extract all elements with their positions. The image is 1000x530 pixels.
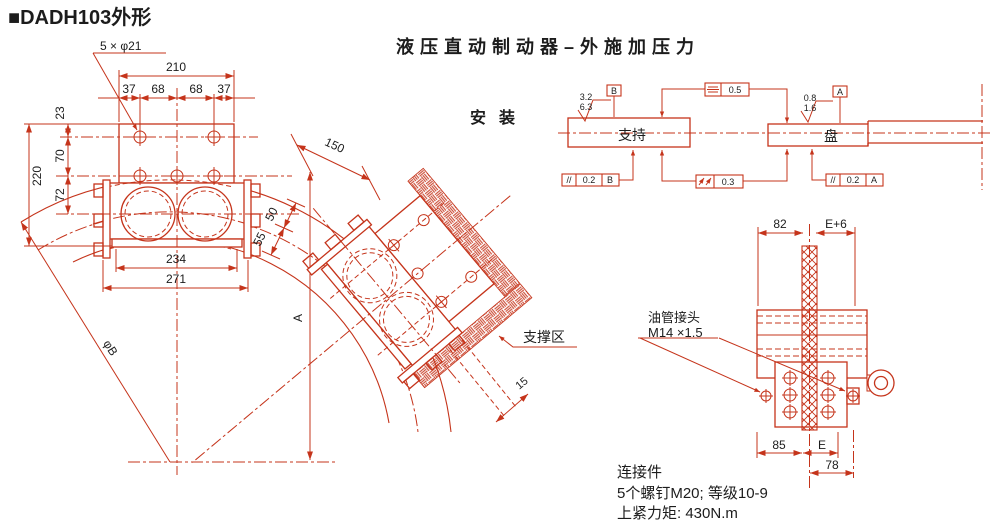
parallel-b-datum: B [607,175,613,185]
parallel-b-symbol: // [566,175,572,185]
dim-68b: 68 [189,82,203,96]
dim-210: 210 [166,60,186,74]
dimensions [20,52,381,463]
roughness-mark-support [577,99,611,123]
runout-value: 0.3 [722,177,735,187]
dim-70: 70 [53,149,67,163]
hidden-arc-top [106,179,234,188]
note-line-1: 连接件 [617,464,662,481]
dim-72: 72 [53,188,67,202]
dim-23: 23 [53,106,67,120]
fitting-label-1: 油管接头 [648,310,700,325]
side-view-labels: 82 E+6 85 E 78 油管接头 M14 ×1.5 [648,217,847,472]
installation-diagram [558,82,990,190]
disc-shaft [767,123,869,147]
dim-37b: 37 [217,82,231,96]
main-header: 液压直动制动器–外施加压力 [396,36,700,57]
parallel-b-value: 0.2 [583,175,596,185]
centerlines [56,88,338,475]
dim-220: 220 [30,166,44,186]
side-dimensions [638,227,856,476]
fcf-symmetry [659,82,790,124]
roughness-disc-2: 1.6 [804,103,817,113]
support-zone-label: 支撑区 [523,329,565,345]
fcf-parallel-a [809,148,884,187]
dim-55: 55 [250,230,269,249]
dim-E: E [818,438,826,452]
rotated-view-labels: 15 支撑区 [514,329,565,392]
support-zone-leader [498,335,577,348]
dim-82: 82 [773,217,787,231]
front-view [20,52,452,475]
fcf-parallel-b [561,149,636,187]
dim-271: 271 [166,272,186,286]
roughness-mark-disc [800,100,833,124]
installation-labels: 支持 盘 3.2 6.3 0.8 1.6 B A 0.5 0.3 // 0.2 … [566,85,877,187]
drawing-title: ■DADH103外形 [8,5,151,29]
dim-50: 50 [262,205,281,224]
roughness-disc-1: 0.8 [804,93,817,103]
dim-78: 78 [825,458,839,472]
roughness-support-2: 6.3 [580,102,593,112]
parallel-a-value: 0.2 [847,175,860,185]
dim-37a: 37 [122,82,136,96]
note-line-3: 上紧力矩: 430N.m [617,505,738,522]
datum-b-letter: B [611,86,617,96]
note-line-2: 5个螺钉M20; 等级10-9 [617,484,768,502]
fitting-label-2: M14 ×1.5 [648,325,703,340]
symmetry-value: 0.5 [729,85,742,95]
dim-E6: E+6 [825,217,847,231]
oil-port-outer [867,369,895,397]
side-centerlines [809,224,854,490]
support-label: 支持 [618,127,646,143]
parallel-a-datum: A [871,175,877,185]
side-view [638,224,895,490]
parallel-a-symbol: // [830,175,836,185]
bolt-lugs [93,183,261,257]
notes: 连接件 5个螺钉M20; 等级10-9 上紧力矩: 430N.m [617,464,768,522]
rotated-view-annotations [449,335,577,423]
dim-150: 150 [323,135,347,156]
rotated-view [192,167,533,463]
dim-68a: 68 [151,82,165,96]
install-centerlines [558,84,990,190]
dim-85: 85 [772,438,786,452]
dim-234: 234 [166,252,186,266]
datum-a-letter: A [837,87,843,97]
holes-note: 5 × φ21 [100,39,142,53]
install-label: 安装 [470,108,528,127]
side-plate-right [243,179,252,259]
page-title: ■DADH103外形 液压直动制动器–外施加压力 安装 [8,5,700,127]
dim-15: 15 [514,375,531,392]
fcf-runout [659,148,790,189]
dim-A: A [291,314,305,322]
roughness-support-1: 3.2 [580,92,593,102]
oil-port-inner [873,375,889,391]
disc-label: 盘 [824,128,838,144]
